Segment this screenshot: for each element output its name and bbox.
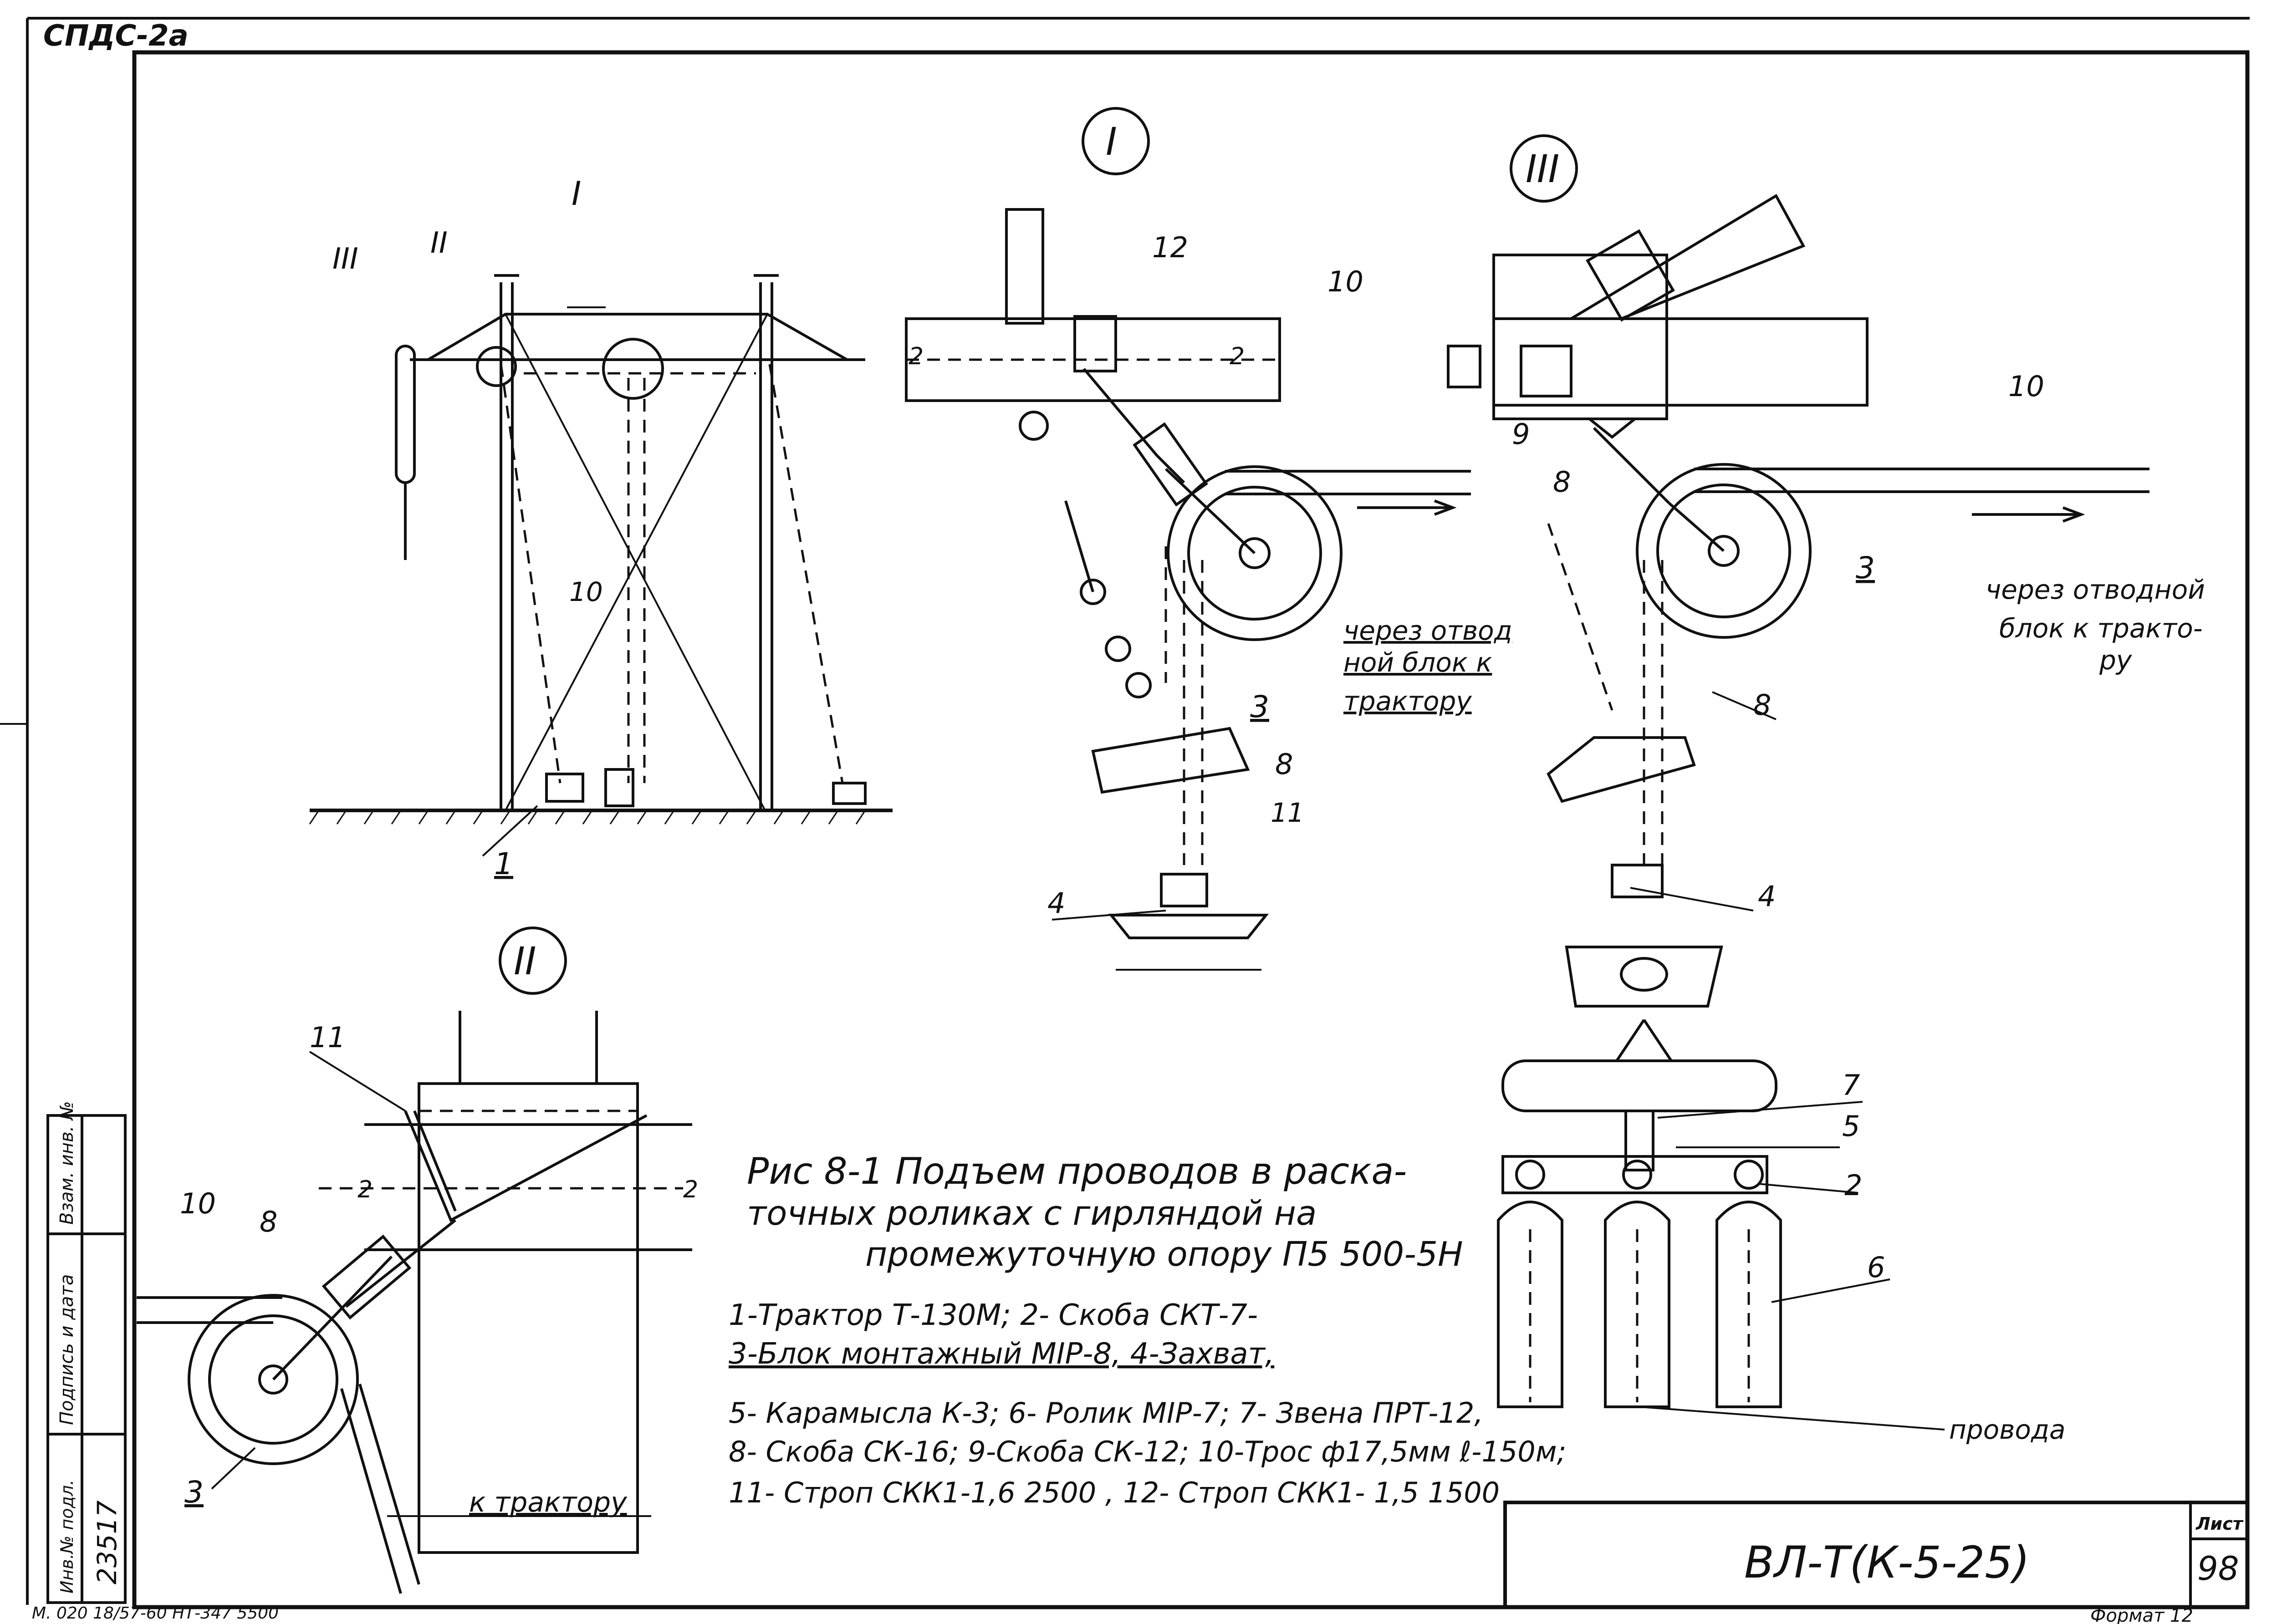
view-II-callout-10: 10 xyxy=(180,1187,216,1220)
view-I-callout-8: 8 xyxy=(1275,748,1293,781)
bottom-print-line: М. 020 18/57-60 НТ-347 5500 xyxy=(32,1604,279,1623)
view-I-section-right: 2 xyxy=(1230,343,1245,370)
note-right-line2: блок к тракто- xyxy=(1999,613,2203,644)
note-via-block-line2: ной блок к xyxy=(1343,647,1492,678)
legend-line5: 11- Строп СКК1-1,6 2500 , 12- Строп СКК1… xyxy=(729,1476,1500,1509)
overall-callout-10: 10 xyxy=(569,576,603,607)
title-sheet-number: 98 xyxy=(2197,1549,2239,1588)
view-II-callout-8: 8 xyxy=(260,1205,277,1238)
view-III-callout-4: 4 xyxy=(1758,880,1776,913)
overall-tower-view xyxy=(309,274,893,857)
caption-line2: точных роликах с гирляндой на xyxy=(747,1194,1317,1233)
view-III-title: III xyxy=(1526,147,1559,191)
legend-line1: 1-Трактор Т-130М; 2- Скоба СКТ-7- xyxy=(729,1298,1258,1332)
note-wires: провода xyxy=(1949,1414,2066,1445)
title-block xyxy=(1503,1501,2249,1609)
detail-view-I xyxy=(905,107,1471,971)
note-right-line3: ру xyxy=(2099,645,2132,676)
overall-callout-1: 1 xyxy=(494,846,513,881)
view-III-callout-5: 5 xyxy=(1842,1110,1860,1143)
side-stamp-replace-label: Взам. инв. № xyxy=(56,1101,77,1225)
caption-line1: Рис 8-1 Подъем проводов в раска- xyxy=(747,1150,1407,1192)
view-III-callout-2: 2 xyxy=(1844,1169,1862,1202)
overall-mark-I: I xyxy=(572,174,581,213)
view-III-callout-10: 10 xyxy=(2008,370,2044,403)
view-I-section-left: 2 xyxy=(909,343,924,370)
note-via-block-line1: через отвод xyxy=(1343,615,1512,646)
caption-block: Рис 8-1 Подъем проводов в раска- точных … xyxy=(747,1150,1463,1274)
view-II-section-left: 2 xyxy=(357,1176,373,1203)
legend-block: 1-Трактор Т-130М; 2- Скоба СКТ-7- 3-Блок… xyxy=(729,1298,1566,1509)
note-right-line1: через отводной xyxy=(1986,574,2205,605)
format-label: Формат 12 xyxy=(2090,1605,2193,1624)
detail-view-II xyxy=(137,927,692,1594)
caption-line3: промежуточную опору П5 500-5Н xyxy=(865,1235,1463,1274)
detail-view-III xyxy=(1447,134,2149,1431)
view-I-callout-11: 11 xyxy=(1271,797,1304,828)
legend-line3: 5- Карамысла К-3; 6- Ролик МIР-7; 7- Зве… xyxy=(729,1396,1483,1430)
view-III-callout-6: 6 xyxy=(1867,1251,1885,1284)
note-to-tractor: к трактору xyxy=(469,1487,628,1518)
view-II-section-right: 2 xyxy=(683,1176,698,1203)
view-III-callout-8: 8 xyxy=(1753,688,1771,722)
view-III-callout-9: 9 xyxy=(1512,417,1530,451)
title-sheet-label: Лист xyxy=(2195,1514,2244,1534)
view-III-callout-3: 3 xyxy=(1856,550,1875,585)
view-I-callout-3: 3 xyxy=(1250,689,1269,724)
view-III-callout-8-top: 8 xyxy=(1553,465,1571,499)
side-stamp: Взам. инв. № Подпись и дата Инв.№ подл. … xyxy=(46,1101,127,1604)
view-I-callout-12: 12 xyxy=(1152,231,1188,264)
view-III-callout-7: 7 xyxy=(1842,1069,1860,1102)
sheet-frame xyxy=(0,17,2250,1609)
side-stamp-inv-label: Инв.№ подл. xyxy=(57,1480,77,1593)
corner-label: СПДС-2а xyxy=(43,19,189,53)
note-via-block-line3: трактору xyxy=(1343,686,1472,717)
view-I-callout-10: 10 xyxy=(1327,265,1363,298)
view-II-callout-11: 11 xyxy=(310,1021,346,1054)
view-II-callout-3: 3 xyxy=(184,1475,204,1510)
side-stamp-sign-label: Подпись и дата xyxy=(56,1274,77,1425)
overall-mark-III: III xyxy=(332,242,358,276)
legend-line2: 3-Блок монтажный МIР-8, 4-Захват, xyxy=(729,1337,1274,1371)
view-I-callout-4: 4 xyxy=(1047,886,1065,920)
legend-line4: 8- Скоба СК-16; 9-Скоба СК-12; 10-Трос ф… xyxy=(729,1435,1566,1468)
side-stamp-inv-value: 23517 xyxy=(92,1500,123,1584)
view-II-title: II xyxy=(514,939,536,983)
overall-mark-II: II xyxy=(430,226,448,260)
title-designation: ВЛ-Т(К-5-25) xyxy=(1744,1537,2030,1588)
view-I-title: I xyxy=(1106,119,1117,164)
